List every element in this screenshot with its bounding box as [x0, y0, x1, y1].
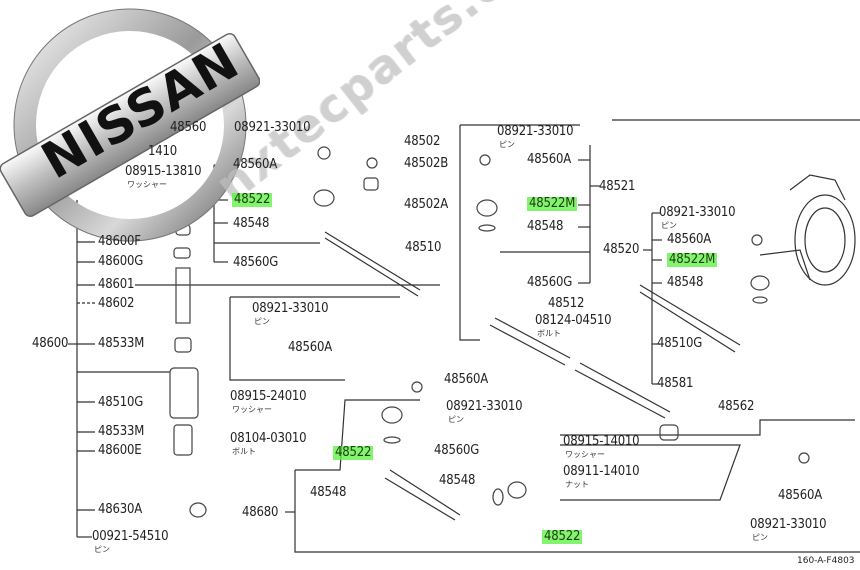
part-note-label: ピン: [448, 415, 464, 424]
part-note-label: ボルト: [232, 447, 256, 456]
part-number-label-highlighted: 48522M: [527, 196, 578, 211]
part-number-label: 48521: [599, 179, 636, 194]
part-note-label: ピン: [94, 545, 110, 554]
part-number-label: 48560G: [527, 275, 573, 290]
part-number-label: 08915-13810: [125, 164, 202, 179]
parts: [169, 146, 810, 518]
part-number-label: 48512: [548, 296, 585, 311]
steering-knuckle: [759, 174, 856, 286]
part-note-label: ピン: [752, 533, 768, 542]
part-number-label: 08124-04510: [535, 313, 612, 328]
part-number-label: 08921-33010: [252, 301, 329, 316]
part-number-label-highlighted: 48522: [542, 529, 583, 544]
part-number-label: 48560A: [667, 232, 711, 247]
part-note-label: ピン: [499, 140, 515, 149]
part-number-label: 1410: [148, 144, 177, 159]
part-number-label: 48602: [98, 296, 135, 311]
bracket-48600: [68, 200, 440, 538]
part-number-label: 48548: [310, 485, 347, 500]
part-number-label: 48548: [233, 216, 270, 231]
part-number-label: 48630A: [98, 502, 142, 517]
part-number-label: 48502: [404, 134, 441, 149]
part-number-label: 48510: [405, 240, 442, 255]
part-note-label: ボルト: [537, 329, 561, 338]
part-number-label: 08921-33010: [659, 205, 736, 220]
part-number-label: 08921-33010: [446, 399, 523, 414]
part-number-label: 48502B: [404, 156, 449, 171]
part-number-label: 48581: [657, 376, 694, 391]
part-note-label: ナット: [565, 480, 589, 489]
tie-rods: [324, 231, 855, 521]
part-number-label: 48560A: [444, 372, 488, 387]
part-number-label: 08915-24010: [230, 389, 307, 404]
part-number-label: 48600F: [98, 234, 141, 249]
part-number-label: 08915-14010: [563, 434, 640, 449]
part-number-label: 48548: [439, 473, 476, 488]
bracket-48680: [229, 296, 860, 553]
nissan-logo: [0, 8, 260, 242]
part-note-label: ピン: [661, 221, 677, 230]
part-number-label: 48562: [718, 399, 755, 414]
part-number-label: 48548: [667, 275, 704, 290]
part-number-label: 08911-14010: [563, 464, 640, 479]
part-number-label: 48520: [603, 242, 640, 257]
part-number-label: 08921-33010: [750, 517, 827, 532]
part-number-label-highlighted: 48522M: [667, 252, 718, 267]
part-number-label: 48560A: [778, 488, 822, 503]
part-note-label: ピン: [254, 317, 270, 326]
part-number-label: 48600: [32, 336, 69, 351]
part-number-label-highlighted: 48522: [333, 445, 374, 460]
part-number-label: 08921-33010: [234, 120, 311, 135]
part-number-label: 48533M: [98, 424, 145, 439]
part-number-label: 48560A: [288, 340, 332, 355]
part-number-label: 48600E: [98, 443, 142, 458]
diagram-code: 160-A-F4803: [797, 556, 855, 566]
part-number-label: 48548: [527, 219, 564, 234]
part-number-label: 48560G: [434, 443, 480, 458]
part-number-label: 48510G: [657, 336, 703, 351]
part-number-label: 48560G: [233, 255, 279, 270]
part-note-label: ワッシャー: [232, 405, 272, 414]
part-number-label: 08921-33010: [497, 124, 574, 139]
part-number-label: 48502A: [404, 197, 448, 212]
bracket-48521: [459, 119, 860, 341]
part-number-label: 00921-54510: [92, 529, 169, 544]
part-number-label: 48533M: [98, 336, 145, 351]
part-number-label: 48510G: [98, 395, 144, 410]
part-number-label: 48680: [242, 505, 279, 520]
part-number-label: 48601: [98, 277, 135, 292]
part-number-label-highlighted: 48522: [232, 192, 273, 207]
part-note-label: ワッシャー: [565, 450, 605, 459]
part-note-label: ワッシャー: [127, 180, 167, 189]
bracket-48520: [643, 212, 662, 385]
part-number-label: 48560: [170, 120, 207, 135]
part-number-label: 48560A: [233, 157, 277, 172]
part-number-label: 08104-03010: [230, 431, 307, 446]
part-number-label: 48560A: [527, 152, 571, 167]
part-number-label: 48600G: [98, 254, 144, 269]
